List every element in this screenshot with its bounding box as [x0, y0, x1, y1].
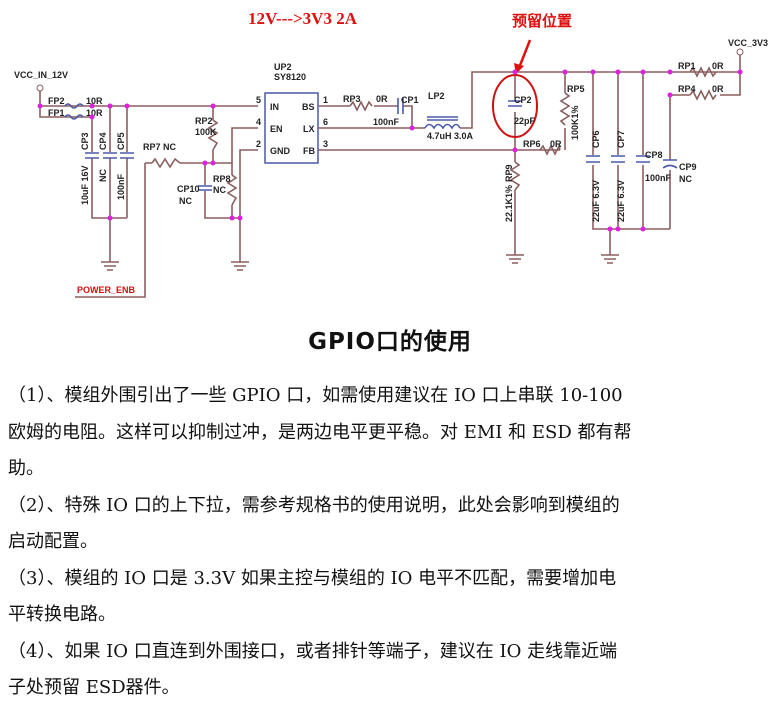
- chip-part: SY8120: [274, 72, 306, 82]
- net-vin-label: VCC_IN_12V: [14, 70, 68, 80]
- svg-text:BS: BS: [302, 102, 315, 112]
- svg-text:0R: 0R: [550, 139, 562, 149]
- cp10-label: CP10: [177, 184, 200, 194]
- text-line: 欧姆的电阻。这样可以抑制过冲，是两边电平更平稳。对 EMI 和 ESD 都有帮: [8, 421, 632, 443]
- svg-text:LX: LX: [303, 124, 315, 134]
- net-enable-label: POWER_ENB: [77, 285, 136, 295]
- chip-ref: UP2: [274, 62, 292, 72]
- rp2-label: RP2: [195, 116, 213, 126]
- svg-text:5: 5: [256, 95, 261, 105]
- rp7-label: RP7 NC: [143, 142, 177, 152]
- svg-text:CP9: CP9: [679, 162, 697, 172]
- svg-text:IN: IN: [270, 102, 279, 112]
- svg-text:22uF 6.3V: 22uF 6.3V: [616, 180, 626, 222]
- svg-text:22pF: 22pF: [514, 116, 536, 126]
- rp8-value: NC: [213, 185, 226, 195]
- svg-text:CP2: CP2: [514, 95, 532, 105]
- ground-icon: [506, 254, 619, 264]
- text-line: （3）、模组的 IO 口是 3.3V 如果主控与模组的 IO 电平不匹配，需要增…: [8, 567, 617, 589]
- fp2-label: FP2: [48, 96, 65, 106]
- junction-dots: [37, 69, 743, 232]
- svg-text:4: 4: [256, 117, 261, 127]
- fp1-value: 10R: [86, 108, 103, 118]
- svg-text:1: 1: [323, 95, 328, 105]
- vin-port-icon: [36, 84, 44, 92]
- text-line: 启动配置。: [8, 531, 98, 552]
- body-text: （1）、模组外围引出了一些 GPIO 口，如需使用建议在 IO 口上串联 10-…: [8, 378, 778, 707]
- reserved-note: 预留位置: [512, 12, 572, 30]
- text-line: （2）、特殊 IO 口的上下拉，需参考规格书的使用说明，此处会影响到模组的: [8, 494, 620, 516]
- svg-text:CP6: CP6: [591, 130, 601, 148]
- svg-text:6: 6: [323, 117, 328, 127]
- text-line: 助。: [8, 458, 44, 479]
- svg-text:CP4: CP4: [98, 132, 108, 150]
- svg-text:RP9: RP9: [504, 164, 514, 182]
- svg-text:RP6: RP6: [523, 139, 541, 149]
- svg-text:0R: 0R: [376, 94, 388, 104]
- net-vout-label: VCC_3V3: [728, 38, 768, 48]
- output-part-labels: RP3 0R CP1 100nF LP2 4.7uH 3.0A CP2 22pF…: [343, 61, 724, 222]
- ground-icon: [231, 261, 249, 271]
- chip-pins: 5 IN 4 EN 2 GND 1 BS 6 LX 3 FB: [256, 95, 328, 156]
- section-heading: GPIO口的使用: [308, 329, 472, 355]
- fp2-value: 10R: [86, 96, 103, 106]
- cp10-value: NC: [179, 196, 192, 206]
- svg-text:CP8: CP8: [645, 150, 663, 160]
- svg-text:CP7: CP7: [616, 130, 626, 148]
- svg-text:22.1K1%: 22.1K1%: [504, 185, 514, 222]
- svg-text:NC: NC: [98, 169, 108, 182]
- svg-text:10uF 16V: 10uF 16V: [80, 165, 90, 205]
- input-caps-labels: CP3 10uF 16V CP4 NC CP5 100nF: [80, 132, 126, 205]
- svg-text:CP1: CP1: [401, 95, 419, 105]
- svg-text:3: 3: [323, 139, 328, 149]
- svg-text:0R: 0R: [712, 84, 724, 94]
- rp2-value: 100K: [195, 127, 217, 137]
- reserved-highlight-circle: [492, 74, 538, 138]
- text-line: 子处预留 ESD器件。: [8, 677, 180, 698]
- svg-text:LP2: LP2: [428, 91, 445, 101]
- arrow-icon: [517, 39, 532, 69]
- svg-text:2: 2: [256, 139, 261, 149]
- svg-text:100nF: 100nF: [645, 173, 672, 183]
- svg-text:RP5: RP5: [567, 84, 585, 94]
- svg-text:RP1: RP1: [678, 61, 696, 71]
- svg-text:100K1%: 100K1%: [570, 105, 580, 140]
- rp8-label: RP8: [213, 174, 231, 184]
- ground-icon: [101, 261, 119, 271]
- svg-text:RP3: RP3: [343, 94, 361, 104]
- text-line: （4）、如果 IO 口直连到外围接口，或者排针等端子，建议在 IO 走线靠近端: [8, 640, 618, 662]
- schematic-title: 12V--->3V3 2A: [248, 9, 358, 28]
- svg-text:CP5: CP5: [116, 132, 126, 150]
- text-line: （1）、模组外围引出了一些 GPIO 口，如需使用建议在 IO 口上串联 10-…: [8, 385, 623, 406]
- svg-text:NC: NC: [679, 174, 692, 184]
- svg-text:EN: EN: [270, 124, 283, 134]
- svg-text:22uF 6.3V: 22uF 6.3V: [591, 180, 601, 222]
- svg-text:4.7uH 3.0A: 4.7uH 3.0A: [427, 131, 474, 141]
- svg-text:RP4: RP4: [678, 84, 696, 94]
- svg-text:GND: GND: [270, 146, 291, 156]
- vout-port-icon: [736, 48, 744, 56]
- text-line: 平转换电路。: [8, 604, 116, 625]
- buck-converter-schematic: 12V--->3V3 2A 预留位置 VCC_IN_12V FP2 10R FP…: [14, 9, 768, 298]
- svg-text:0R: 0R: [712, 61, 724, 71]
- fp1-label: FP1: [48, 108, 65, 118]
- svg-text:100nF: 100nF: [373, 117, 400, 127]
- svg-text:FB: FB: [303, 146, 315, 156]
- svg-text:CP3: CP3: [80, 132, 90, 150]
- svg-text:100nF: 100nF: [116, 173, 126, 200]
